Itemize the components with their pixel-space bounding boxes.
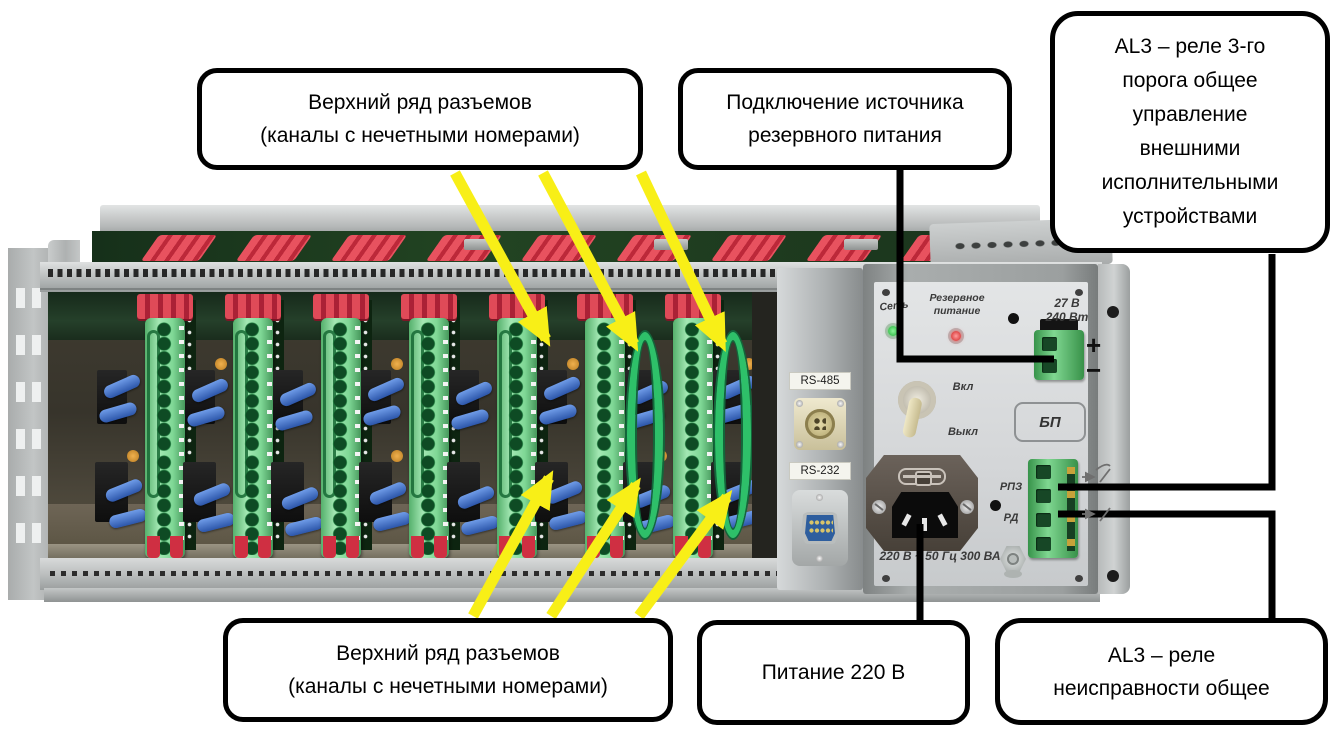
terminal-holes-upper — [328, 322, 352, 451]
arrow-upper-connector-1 — [450, 170, 551, 347]
rs485-label: RS-485 — [789, 372, 851, 390]
solder-pins — [179, 326, 184, 550]
reserve-power-terminal — [1034, 330, 1084, 380]
component-dot — [215, 358, 227, 370]
callout-upper-connectors: Верхний ряд разъемов (каналы с нечетными… — [197, 68, 643, 170]
ac-socket — [892, 492, 958, 538]
inlet-screw — [872, 500, 886, 514]
minus-mark: − — [1086, 355, 1102, 385]
callout-mains-power: Питание 220 В — [697, 620, 970, 725]
panel-screw — [1075, 575, 1083, 582]
off-label: Выкл — [947, 426, 979, 438]
card-guide-bottom — [235, 536, 248, 558]
plus-mark: + — [1086, 330, 1102, 360]
board-slot — [271, 292, 411, 560]
ground-washer — [1004, 570, 1022, 578]
rs232-connector — [792, 490, 848, 566]
rs232-label: RS-232 — [789, 462, 851, 480]
component-dot — [391, 358, 403, 370]
component-dot — [127, 450, 139, 462]
component-dot — [391, 450, 403, 462]
chassis-top-interior — [92, 231, 1040, 267]
component-dot — [567, 358, 579, 370]
board-slots-container — [48, 292, 1096, 560]
terminal-holes-upper — [416, 322, 440, 451]
card-guide-bottom — [522, 536, 535, 558]
psu-designator-box: БП — [1014, 402, 1086, 442]
relay-contact-symbol — [1099, 468, 1111, 483]
output-voltage-label: 27 В 240 Вт — [1045, 296, 1089, 325]
chassis-left-wall — [8, 248, 50, 600]
extraction-loop — [627, 332, 663, 538]
terminal-holes-upper — [152, 322, 176, 451]
fuse-symbol — [898, 468, 946, 486]
chassis-bottom-lip — [44, 588, 1100, 602]
mount-clip — [844, 239, 878, 250]
panel-hole — [1008, 313, 1019, 324]
arrow-upper-connector-2 — [538, 170, 639, 352]
terminal-strip — [233, 318, 273, 558]
arrow-upper-connector-3 — [636, 170, 727, 352]
panel-hole — [990, 500, 1001, 511]
mount-clip — [464, 239, 498, 250]
rpz-label: РПЗ — [999, 481, 1023, 493]
terminal-strip — [497, 318, 537, 558]
card-guide-bottom — [323, 536, 336, 558]
relay-contact-symbol — [1095, 463, 1111, 471]
panel-screw — [882, 575, 890, 582]
card-guide-bottom — [411, 536, 424, 558]
card-guide-bottom — [434, 536, 447, 558]
callout-al3-threshold-relay: AL3 – реле 3-го порога общее управление … — [1050, 11, 1330, 253]
on-label: Вкл — [952, 381, 974, 393]
card-guide-bottom — [610, 536, 623, 558]
arrow-lower-connector-3 — [634, 489, 733, 620]
vent-slots — [16, 288, 25, 568]
callout-lower-connectors: Верхний ряд разъемов (каналы с нечетными… — [223, 618, 673, 722]
card-guide-top — [401, 294, 457, 319]
chassis-right-flange — [1098, 264, 1130, 594]
panel-screw — [882, 289, 890, 296]
arrow-lower-connector-2 — [546, 477, 641, 619]
card-guide-top — [313, 294, 369, 319]
terminal-holes-upper — [240, 322, 264, 451]
line-reserve-power — [896, 170, 1054, 363]
mains-rating-label: 220 В ~ 50 Гц 300 ВА — [879, 549, 1001, 563]
comm-bracket: RS-485 RS-232 — [777, 268, 863, 590]
relay-output-terminal — [1028, 459, 1078, 558]
card-guide-bottom — [258, 536, 271, 558]
solder-pins — [619, 326, 624, 550]
cage-divider — [752, 292, 777, 560]
solder-pins — [355, 326, 360, 550]
solder-pins — [443, 326, 448, 550]
extraction-loop — [715, 332, 751, 538]
callout-al3-fault-relay: AL3 – реле неисправности общее — [995, 618, 1328, 725]
solder-pins — [531, 326, 536, 550]
reserve-power-label: Резервное питание — [929, 292, 985, 317]
card-guide-top — [137, 294, 193, 319]
card-guide-bottom — [147, 536, 160, 558]
terminal-backing — [1040, 319, 1078, 333]
line-al3-fault-relay — [1058, 510, 1276, 619]
rs485-connector — [794, 398, 846, 450]
card-guide-bottom — [170, 536, 183, 558]
terminal-strip — [321, 318, 361, 558]
inlet-screw — [960, 500, 974, 514]
solder-pins — [267, 326, 272, 550]
reserve-led-red — [948, 328, 964, 344]
card-guide-bottom — [698, 536, 711, 558]
card-guide-top — [225, 294, 281, 319]
vent-slots — [32, 288, 41, 568]
arrow-lower-connector-1 — [468, 470, 554, 619]
solder-pins — [707, 326, 712, 550]
panel-screw — [1075, 289, 1083, 296]
callout-reserve-power: Подключение источника резервного питания — [678, 68, 1012, 170]
line-al3-threshold-relay — [1058, 254, 1276, 491]
card-guide-bottom — [346, 536, 359, 558]
rd-label: РД — [1003, 512, 1019, 524]
relay-contact-symbol — [1099, 507, 1111, 522]
